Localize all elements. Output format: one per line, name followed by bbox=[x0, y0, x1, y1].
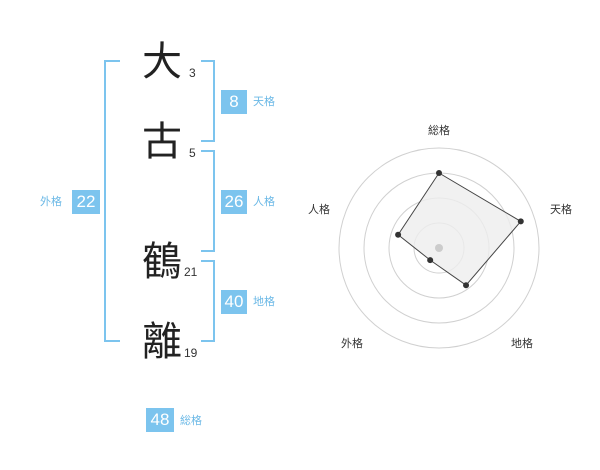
name-char-3: 鶴 bbox=[142, 239, 182, 285]
radar-point-3 bbox=[463, 282, 470, 289]
radar-axis-label-soukaku: 総格 bbox=[428, 124, 450, 137]
radar-point-5 bbox=[395, 231, 402, 238]
chikaku-badge: 40 bbox=[221, 290, 247, 314]
jinkaku-badge: 26 bbox=[221, 190, 247, 214]
name-char-2: 古 bbox=[142, 119, 182, 165]
radar-axis-label-jinkaku: 人格 bbox=[308, 203, 330, 216]
radar-axis-label-tenkaku: 天格 bbox=[550, 203, 572, 216]
stroke-count-4: 19 bbox=[184, 346, 198, 360]
stroke-count-3: 21 bbox=[184, 265, 198, 279]
stroke-count-1: 3 bbox=[189, 66, 196, 80]
gaikaku-bracket bbox=[104, 60, 120, 342]
radar-axis-label-gaikaku: 外格 bbox=[341, 337, 363, 350]
radar-point-1 bbox=[436, 170, 442, 176]
soukaku-badge: 48 bbox=[146, 408, 174, 432]
name-char-1: 大 bbox=[142, 39, 182, 85]
radar-axis-label-chikaku: 地格 bbox=[511, 337, 533, 350]
radar-point-4 bbox=[427, 257, 434, 264]
jinkaku-bracket bbox=[201, 150, 215, 252]
tenkaku-bracket bbox=[201, 60, 215, 142]
chikaku-bracket bbox=[201, 260, 215, 342]
stroke-count-2: 5 bbox=[189, 146, 196, 160]
radar-ring-1 bbox=[338, 147, 540, 349]
tenkaku-label: 天格 bbox=[253, 95, 275, 108]
soukaku-label: 総格 bbox=[180, 414, 202, 427]
tenkaku-badge: 8 bbox=[221, 90, 247, 114]
gaikaku-label: 外格 bbox=[40, 195, 62, 208]
name-char-4: 離 bbox=[142, 319, 182, 365]
gaikaku-badge: 22 bbox=[72, 190, 100, 214]
chikaku-label: 地格 bbox=[253, 295, 275, 308]
jinkaku-label: 人格 bbox=[253, 195, 275, 208]
radar-polygon bbox=[397, 172, 522, 286]
radar-center-dot bbox=[435, 244, 443, 252]
radar-point-2 bbox=[517, 218, 524, 225]
